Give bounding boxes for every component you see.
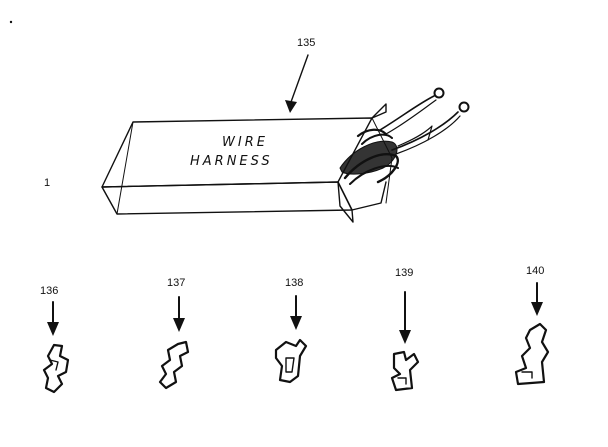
arrow-139	[399, 291, 411, 344]
arrow-138	[290, 295, 302, 330]
clip-139	[390, 350, 420, 392]
callout-139: 139	[395, 267, 413, 279]
clip-136	[42, 343, 70, 394]
stray-mark: 1	[44, 177, 50, 189]
callout-135: 135	[297, 37, 315, 49]
clip-part-139[interactable]: 139	[390, 267, 420, 392]
clip-part-140[interactable]: 140	[514, 265, 550, 386]
clip-part-136[interactable]: 136	[40, 285, 70, 394]
clip-140	[514, 322, 550, 386]
harness-label-line2: HARNESS	[190, 154, 273, 169]
arrow-136	[47, 301, 59, 336]
clip-part-137[interactable]: 137	[158, 277, 190, 390]
callout-136: 136	[40, 285, 58, 297]
coiled-wires	[339, 128, 399, 185]
stray-dot	[9, 20, 13, 24]
callout-138: 138	[285, 277, 303, 289]
arrow-137	[173, 296, 185, 332]
harness-box	[101, 103, 393, 223]
callout-137: 137	[167, 277, 185, 289]
arrow-140	[531, 282, 543, 316]
arrow-135	[285, 54, 309, 113]
harness-label-line1: WIRE	[222, 135, 268, 150]
wire-harness-part[interactable]: 135 WIRE HARNESS	[101, 37, 470, 223]
callout-140: 140	[526, 265, 544, 277]
clip-138	[274, 338, 308, 384]
clip-137	[158, 340, 190, 390]
wire-leads	[379, 87, 470, 155]
clip-part-138[interactable]: 138	[274, 277, 308, 384]
